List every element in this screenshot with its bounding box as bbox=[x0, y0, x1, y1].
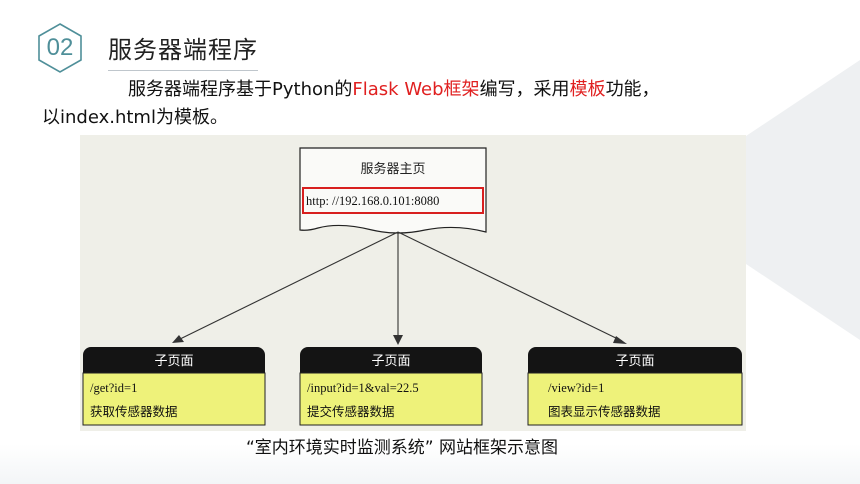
section-number-badge: 02 bbox=[36, 22, 84, 74]
subpage-path: /view?id=1 bbox=[548, 381, 604, 395]
main-page-box bbox=[299, 147, 487, 234]
intro-highlight-template: 模板 bbox=[569, 79, 606, 100]
subpage-desc: 获取传感器数据 bbox=[90, 404, 178, 419]
subpage-card: 子页面 /get?id=1 获取传感器数据 bbox=[82, 347, 266, 426]
subpage-header: 子页面 bbox=[154, 354, 193, 369]
title-underline bbox=[108, 70, 258, 71]
intro-highlight-flask: Flask Web框架 bbox=[352, 79, 480, 100]
section-title: 服务器端程序 bbox=[108, 36, 258, 64]
subpage-card: 子页面 /view?id=1 图表显示传感器数据 bbox=[527, 347, 743, 426]
hexagon-icon bbox=[38, 23, 82, 73]
subpage-path: /input?id=1&val=22.5 bbox=[307, 381, 419, 395]
arrow-to-get bbox=[175, 231, 399, 342]
subpage-header: 子页面 bbox=[615, 354, 654, 369]
arrow-to-view bbox=[397, 231, 623, 342]
subpage-card: 子页面 /input?id=1&val=22.5 提交传感器数据 bbox=[299, 347, 483, 426]
section-number: 02 bbox=[46, 34, 74, 61]
intro-paragraph: 服务器端程序基于Python的Flask Web框架编写，采用模板功能， 以in… bbox=[42, 76, 802, 132]
subpage-header: 子页面 bbox=[371, 354, 410, 369]
figure-caption-text: “室内环境实时监测系统” 网站框架示意图 bbox=[245, 438, 559, 458]
subpage-desc: 提交传感器数据 bbox=[307, 404, 395, 419]
intro-text-1: 服务器端程序基于Python的 bbox=[128, 79, 353, 100]
site-structure-figure: 服务器主页 http: //192.168.0.101:8080 子页面 /ge… bbox=[80, 135, 746, 431]
intro-text-3: 功能， bbox=[605, 79, 660, 100]
main-page-url: http: //192.168.0.101:8080 bbox=[306, 194, 439, 208]
subpage-desc: 图表显示传感器数据 bbox=[548, 404, 661, 419]
main-page-url-highlight bbox=[302, 187, 484, 214]
main-page-title: 服务器主页 bbox=[360, 161, 425, 177]
subpage-path: /get?id=1 bbox=[90, 381, 137, 395]
site-structure-diagram: 服务器主页 http: //192.168.0.101:8080 子页面 /ge… bbox=[82, 147, 743, 426]
intro-text-2: 编写，采用 bbox=[479, 79, 570, 100]
background-fade bbox=[0, 444, 860, 484]
figure-caption: “室内环境实时监测系统” 网站框架示意图 bbox=[0, 433, 860, 458]
intro-text-line2: 以index.html为模板。 bbox=[42, 107, 228, 128]
